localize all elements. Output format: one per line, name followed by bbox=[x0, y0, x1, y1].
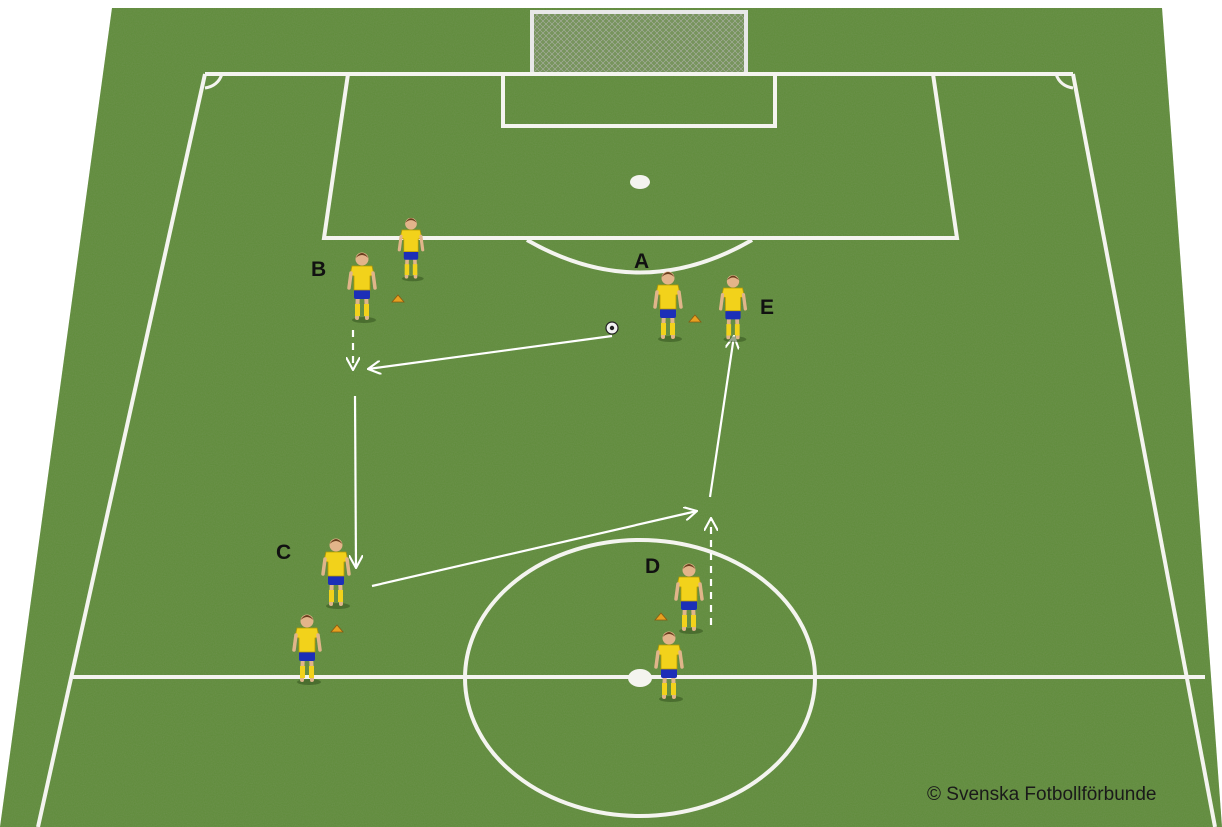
centre-spot bbox=[628, 669, 652, 687]
player-label-d: D bbox=[645, 555, 660, 578]
penalty-spot bbox=[630, 175, 650, 189]
player-label-e: E bbox=[760, 296, 774, 319]
player-label-c: C bbox=[276, 541, 291, 564]
player-label-a: A bbox=[634, 250, 649, 273]
copyright-notice: © Svenska Fotbollförbunde bbox=[927, 784, 1156, 805]
goal-net-icon bbox=[532, 10, 746, 72]
pitch bbox=[0, 8, 1222, 827]
pass-arrow-b-to-c bbox=[355, 396, 356, 568]
player-label-b: B bbox=[311, 258, 326, 281]
soccer-ball-icon bbox=[606, 322, 618, 334]
